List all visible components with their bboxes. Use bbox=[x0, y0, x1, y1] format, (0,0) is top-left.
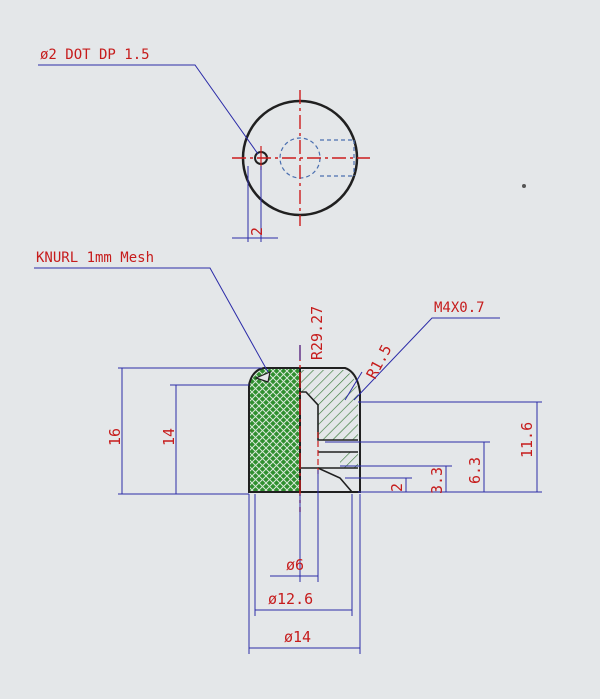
top-view-hidden-thread bbox=[320, 139, 355, 177]
thread-depth-value: 11.6 bbox=[518, 422, 536, 458]
knurl-note-label: KNURL 1mm Mesh bbox=[36, 250, 154, 266]
right-half-outline bbox=[300, 367, 361, 493]
edge-radius-leader bbox=[344, 371, 363, 401]
hatched-section-lower bbox=[340, 452, 358, 468]
bore-top-value: 3.3 bbox=[428, 467, 446, 494]
top-view: ø2 DOT DP 1.5 2 bbox=[38, 47, 370, 242]
thread-note-leader bbox=[353, 317, 500, 401]
dot-hole-section bbox=[254, 370, 271, 383]
thread-lines bbox=[318, 451, 358, 469]
offset-dim-value: 2 bbox=[248, 227, 266, 236]
bore-dia-value: ø6 bbox=[286, 556, 304, 574]
thread-note-label: M4X0.7 bbox=[434, 300, 485, 316]
thread-bore-outline bbox=[300, 391, 358, 441]
knurl-note-leader bbox=[34, 267, 269, 373]
hatched-section-upper bbox=[300, 370, 358, 440]
dot-note-label: ø2 DOT DP 1.5 bbox=[40, 47, 150, 63]
dot-note-leader bbox=[38, 64, 259, 155]
bottom-bore-outline bbox=[300, 467, 353, 493]
outer-dia-value: ø14 bbox=[284, 628, 311, 646]
dome-radius-value: R29.27 bbox=[308, 306, 326, 360]
overall-height-value: 16 bbox=[106, 428, 124, 446]
knurled-section bbox=[248, 367, 301, 493]
inner-dia-value: ø12.6 bbox=[268, 590, 313, 608]
thread-top-value: 6.3 bbox=[466, 457, 484, 484]
paper-speck bbox=[522, 184, 526, 188]
bore-depth-value: 2 bbox=[388, 483, 406, 492]
knurl-height-value: 14 bbox=[160, 428, 178, 446]
